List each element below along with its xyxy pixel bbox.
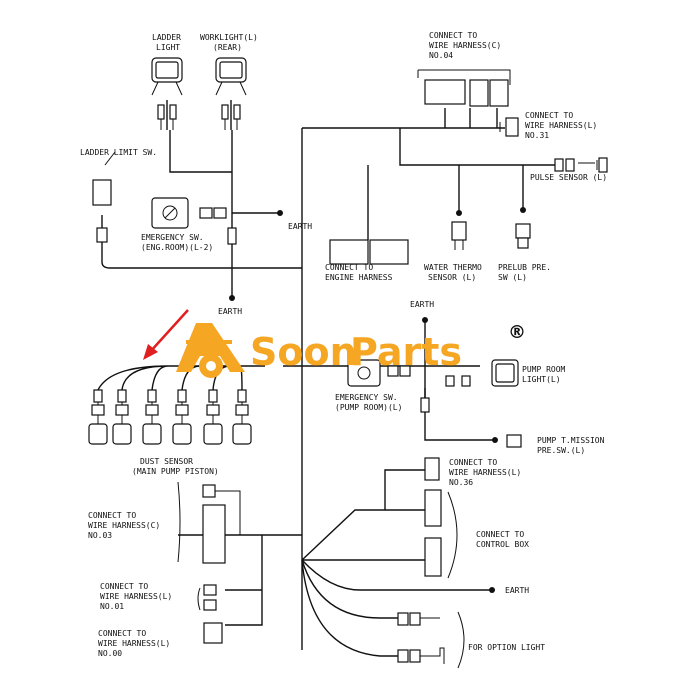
engine-harness-label-2: ENGINE HARNESS bbox=[325, 273, 393, 282]
pulse-sensor-label: PULSE SENSOR (L) bbox=[530, 173, 607, 182]
harness-l-00-label-1: CONNECT TO bbox=[98, 629, 146, 638]
labels: LADDER LIGHT WORKLIGHT(L) (REAR) LADDER … bbox=[80, 31, 607, 658]
pump-room-light bbox=[445, 359, 519, 387]
harness-l-36-label-3: NO.36 bbox=[449, 478, 473, 487]
prelub-pressure-switch bbox=[515, 207, 531, 249]
water-thermo-label-1: WATER THERMO bbox=[424, 263, 482, 272]
harness-c-04-connector bbox=[417, 69, 519, 137]
harness-c-04-label-2: WIRE HARNESS(C) bbox=[429, 41, 501, 50]
emergency-eng-label-1: EMERGENCY SW. bbox=[141, 233, 204, 242]
ladder-light-label-1: LADDER bbox=[152, 33, 181, 42]
earth-point-1 bbox=[229, 295, 235, 301]
control-box-connector bbox=[424, 489, 458, 579]
dust-sensor-3 bbox=[142, 389, 162, 445]
emergency-pump-label-2: (PUMP ROOM)(L) bbox=[335, 403, 402, 412]
dust-sensor-6 bbox=[232, 389, 252, 445]
harness-c-03-label-1: CONNECT TO bbox=[88, 511, 136, 520]
emergency-switch-pump bbox=[347, 359, 430, 413]
harness-l-31-label-3: NO.31 bbox=[525, 131, 549, 140]
worklight-lamp bbox=[215, 57, 247, 130]
red-arrow-icon bbox=[143, 309, 189, 360]
prelub-label-2: SW (L) bbox=[498, 273, 527, 282]
dust-sensor-1 bbox=[88, 389, 108, 445]
control-box-label-1: CONNECT TO bbox=[476, 530, 524, 539]
harness-c-03-label-3: NO.03 bbox=[88, 531, 112, 540]
earth-label-2: EARTH bbox=[218, 307, 242, 316]
harness-l-00-label-3: NO.00 bbox=[98, 649, 122, 658]
emergency-pump-label-1: EMERGENCY SW. bbox=[335, 393, 398, 402]
harness-l-01-connector bbox=[197, 584, 217, 611]
dust-sensor-label-1: DUST SENSOR bbox=[140, 457, 193, 466]
harness-c-04-label-1: CONNECT TO bbox=[429, 31, 477, 40]
dust-sensor-label-2: (MAIN PUMP PISTON) bbox=[132, 467, 219, 476]
harness-c-03-connector bbox=[177, 481, 241, 564]
dust-sensor-group bbox=[88, 365, 252, 445]
pump-mission-label-2: PRE.SW.(L) bbox=[537, 446, 585, 455]
ladder-light-label-2: LIGHT bbox=[156, 43, 180, 52]
engine-harness-label-1: CONNECT TO bbox=[325, 263, 373, 272]
dust-sensor-4 bbox=[172, 389, 192, 445]
earth-label-4: EARTH bbox=[505, 586, 529, 595]
harness-l-31-label-2: WIRE HARNESS(L) bbox=[525, 121, 597, 130]
wires bbox=[101, 100, 555, 657]
pump-mission-label-1: PUMP T.MISSION bbox=[537, 436, 605, 445]
pump-room-light-label-1: PUMP ROOM bbox=[522, 365, 566, 374]
control-box-label-2: CONTROL BOX bbox=[476, 540, 529, 549]
emergency-eng-label-2: (ENG.ROOM)(L-2) bbox=[141, 243, 213, 252]
earth-label-3: EARTH bbox=[410, 300, 434, 309]
harness-l-36-label-1: CONNECT TO bbox=[449, 458, 497, 467]
worklight-label-1: WORKLIGHT(L) bbox=[200, 33, 258, 42]
harness-l-01-label-2: WIRE HARNESS(L) bbox=[100, 592, 172, 601]
brand-name-soon: Soon bbox=[250, 330, 357, 374]
brand-name-parts: Parts bbox=[350, 330, 462, 374]
water-thermo-label-2: SENSOR (L) bbox=[428, 273, 476, 282]
harness-l-01-label-3: NO.01 bbox=[100, 602, 124, 611]
harness-l-00-connector bbox=[203, 622, 223, 644]
pulse-sensor bbox=[554, 157, 608, 173]
ladder-limit-switch bbox=[92, 151, 116, 243]
pump-room-light-label-2: LIGHT(L) bbox=[522, 375, 561, 384]
option-light-label: FOR OPTION LIGHT bbox=[468, 643, 545, 652]
pump-mission-switch bbox=[492, 434, 522, 448]
ladder-limit-label: LADDER LIMIT SW. bbox=[80, 148, 157, 157]
harness-l-00-label-2: WIRE HARNESS(L) bbox=[98, 639, 170, 648]
harness-c-03-label-2: WIRE HARNESS(C) bbox=[88, 521, 160, 530]
earth-point-2 bbox=[422, 317, 428, 323]
water-thermo-sensor bbox=[451, 210, 467, 250]
dust-sensor-5 bbox=[203, 389, 223, 445]
option-light-connectors bbox=[397, 611, 465, 669]
earth-point-3 bbox=[489, 587, 495, 593]
emergency-switch-eng bbox=[151, 197, 283, 245]
engine-harness-connector bbox=[329, 239, 409, 265]
soonparts-watermark: Soon Parts ® bbox=[176, 322, 526, 378]
dust-sensor-2 bbox=[112, 389, 132, 445]
harness-l-36-label-2: WIRE HARNESS(L) bbox=[449, 468, 521, 477]
harness-l-36-connector bbox=[424, 457, 440, 481]
earth-label-1: EARTH bbox=[288, 222, 312, 231]
prelub-label-1: PRELUB PRE. bbox=[498, 263, 551, 272]
harness-l-01-label-1: CONNECT TO bbox=[100, 582, 148, 591]
worklight-label-2: (REAR) bbox=[213, 43, 242, 52]
harness-l-31-label-1: CONNECT TO bbox=[525, 111, 573, 120]
harness-c-04-label-3: NO.04 bbox=[429, 51, 453, 60]
gear-logo-icon bbox=[176, 323, 245, 378]
ladder-light-lamp bbox=[151, 57, 183, 130]
registered-mark: ® bbox=[508, 322, 526, 343]
